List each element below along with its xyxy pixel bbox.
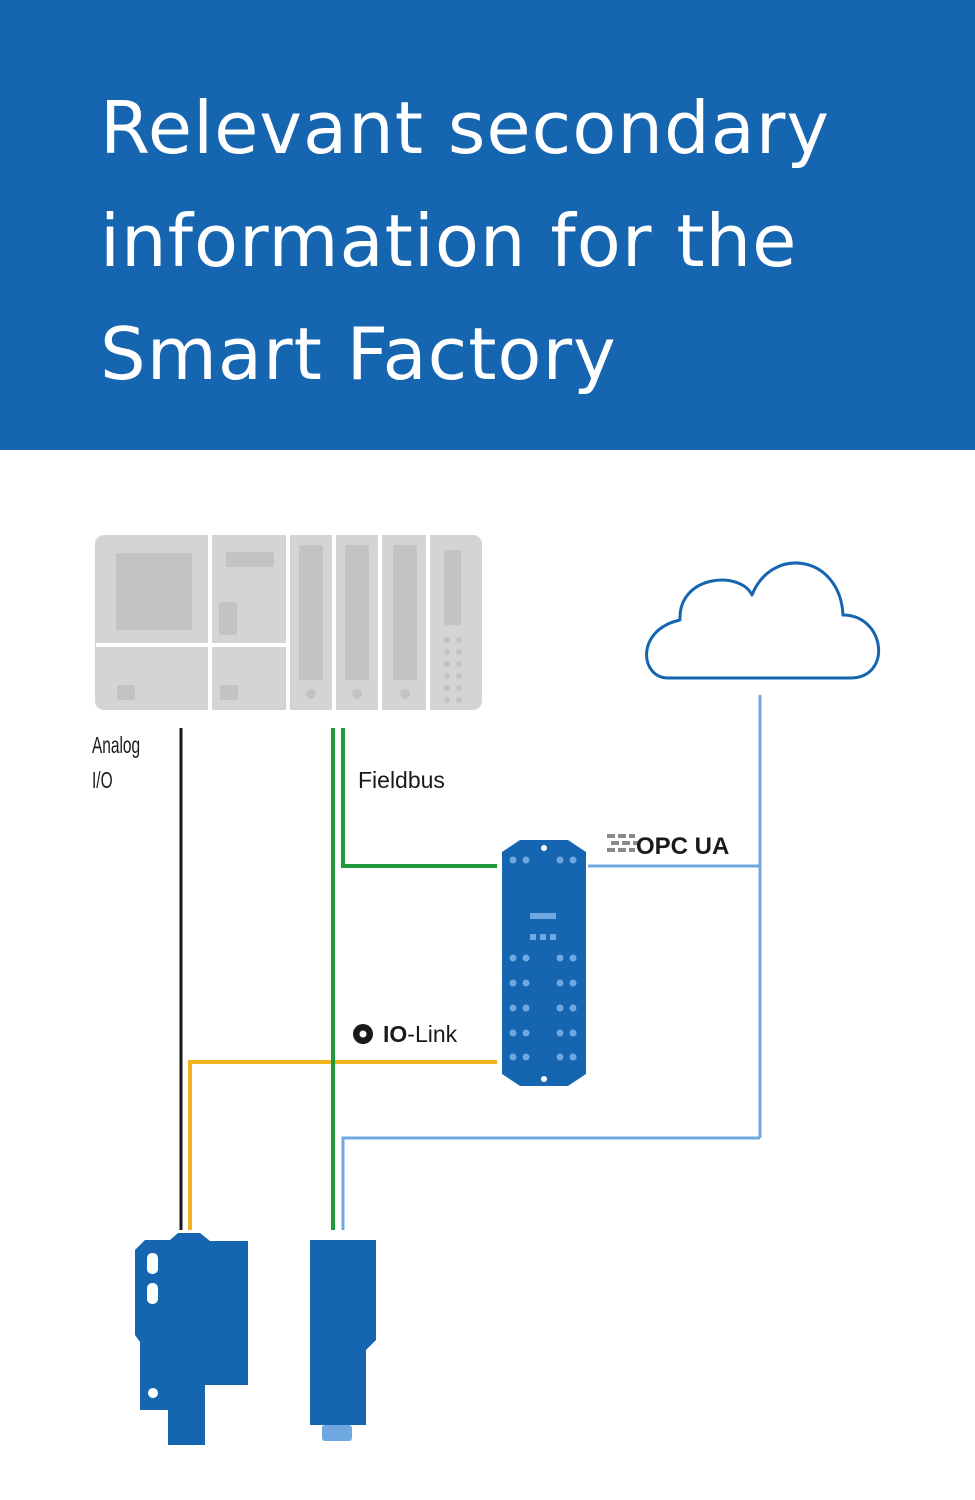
title-line-1: Relevant secondary bbox=[100, 86, 830, 170]
io-link-label-prefix: IO bbox=[383, 1021, 407, 1047]
network-diagram: Analog I/O Fieldbus OPC UA IO-Link bbox=[0, 450, 975, 1500]
fieldbus-line-branch bbox=[341, 728, 497, 868]
opc-ua-line-sensor bbox=[341, 1136, 760, 1230]
io-link-master-icon bbox=[502, 840, 586, 1086]
io-link-line bbox=[188, 1060, 497, 1230]
analog-io-label: Analog I/O bbox=[92, 732, 144, 793]
analog-io-label-line-2: I/O bbox=[92, 767, 113, 793]
fieldbus-label: Fieldbus bbox=[358, 767, 445, 793]
title-line-3: Smart Factory bbox=[100, 312, 617, 396]
header-banner: Relevant secondary information for the S… bbox=[0, 0, 975, 450]
page-title: Relevant secondary information for the S… bbox=[100, 72, 830, 411]
opc-ua-label: OPC UA bbox=[636, 833, 729, 860]
network-diagram-svg: Analog I/O Fieldbus OPC UA IO-Link bbox=[92, 535, 881, 1445]
cloud-icon bbox=[645, 561, 881, 680]
io-link-logo-icon: IO-Link bbox=[353, 1021, 458, 1047]
sensor-icon bbox=[135, 1233, 248, 1445]
io-link-label: IO-Link bbox=[383, 1021, 458, 1047]
plc-rack-icon bbox=[95, 535, 482, 710]
sensor-icon bbox=[310, 1240, 376, 1441]
title-line-2: information for the bbox=[100, 199, 798, 283]
opc-ua-logo-icon: OPC UA bbox=[607, 833, 729, 860]
io-link-label-suffix: -Link bbox=[407, 1021, 457, 1047]
analog-io-label-line-1: Analog bbox=[92, 732, 140, 758]
